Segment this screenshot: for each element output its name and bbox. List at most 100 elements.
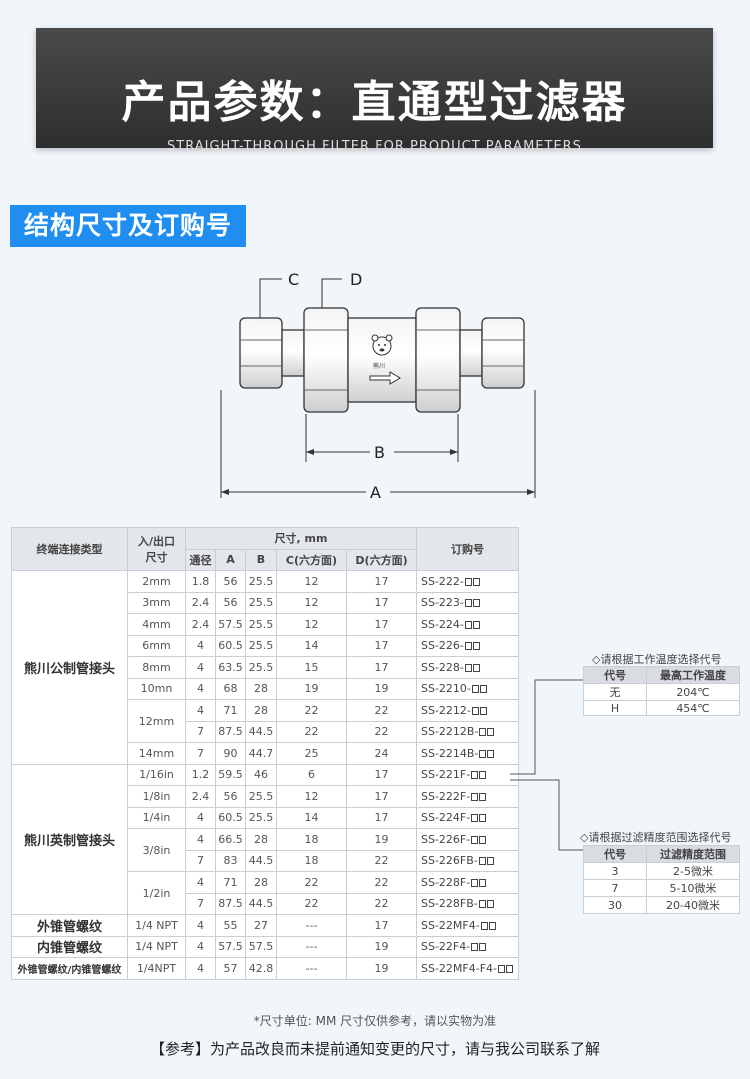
cell-d: 24 <box>346 742 417 765</box>
cell-b: 25.5 <box>245 570 277 593</box>
order-number-cell: SS-222F- <box>416 785 519 808</box>
order-number-cell: SS-226F- <box>416 828 519 851</box>
cell-d: 17 <box>346 591 417 614</box>
cell-a: 66.5 <box>215 828 246 851</box>
cell-bore: 4 <box>185 699 216 722</box>
cell-a: 87.5 <box>215 892 246 915</box>
cell-b: 28 <box>245 699 277 722</box>
cell-c: 12 <box>276 591 347 614</box>
cell-bore: 2.4 <box>185 591 216 614</box>
cell-c: 22 <box>276 892 347 915</box>
option-placeholder-box <box>464 663 472 672</box>
order-number-text: SS-221F- <box>421 768 471 782</box>
cell-c: 18 <box>276 828 347 851</box>
page-title: 产品参数：直通型过滤器 <box>121 77 628 128</box>
option-placeholder-box <box>479 943 487 952</box>
order-number-text: SS-22F4- <box>421 940 471 954</box>
cell-d: 17 <box>346 634 417 657</box>
port-size-cell: 1/2in <box>127 871 186 915</box>
cell-c: 25 <box>276 742 347 765</box>
temp-header-max: 最高工作温度 <box>646 666 740 684</box>
label-a: A <box>370 483 381 502</box>
port-size-cell: 8mm <box>127 656 186 679</box>
cell-a: 57.5 <box>215 613 246 636</box>
option-placeholder-box <box>479 685 487 694</box>
header-order-number: 订购号 <box>416 527 519 571</box>
filter-header-range: 过滤精度范围 <box>646 845 740 863</box>
option-placeholder-box <box>464 620 472 629</box>
cell-bore: 7 <box>185 892 216 915</box>
option-placeholder-box <box>472 599 480 608</box>
port-size-cell: 1/4in <box>127 806 186 829</box>
cell-a: 71 <box>215 871 246 894</box>
option-placeholder-box <box>479 706 487 715</box>
order-number-cell: SS-2210- <box>416 677 519 700</box>
cell-c: 6 <box>276 763 347 786</box>
terminal-type-cell: 外锥管螺纹 <box>11 914 128 937</box>
port-size-cell: 10mn <box>127 677 186 700</box>
option-placeholder-box <box>498 964 506 973</box>
cell-bore: 2.4 <box>185 613 216 636</box>
cell-a: 71 <box>215 699 246 722</box>
port-size-cell: 14mm <box>127 742 186 765</box>
cell-a: 57.5 <box>215 935 246 958</box>
cell-b: 44.5 <box>245 892 277 915</box>
option-placeholder-box <box>486 857 494 866</box>
cell-c: 18 <box>276 849 347 872</box>
cell-d: 22 <box>346 720 417 743</box>
cell-bore: 4 <box>185 828 216 851</box>
option-connector-lines <box>510 679 585 851</box>
cell-d: 17 <box>346 613 417 636</box>
port-size-cell: 1/4NPT <box>127 957 186 980</box>
terminal-type-cell: 内锥管螺纹 <box>11 935 128 958</box>
order-number-cell: SS-2214B- <box>416 742 519 765</box>
order-number-cell: SS-226FB- <box>416 849 519 872</box>
cell-c: --- <box>276 957 347 980</box>
cell-a: 87.5 <box>215 720 246 743</box>
cell-d: 19 <box>346 935 417 958</box>
port-size-cell: 3/8in <box>127 828 186 872</box>
option-placeholder-box <box>471 771 479 780</box>
cell-b: 27 <box>245 914 277 937</box>
cell-b: 44.5 <box>245 849 277 872</box>
header-d: D(六方面) <box>346 548 417 571</box>
header-a: A <box>215 548 246 571</box>
cell-bore: 4 <box>185 656 216 679</box>
option-placeholder-box <box>471 706 479 715</box>
option-placeholder-box <box>479 835 487 844</box>
cell-a: 56 <box>215 591 246 614</box>
order-number-text: SS-2212B- <box>421 725 479 739</box>
order-number-cell: SS-221F- <box>416 763 519 786</box>
option-placeholder-box <box>506 964 514 973</box>
cell-a: 56 <box>215 570 246 593</box>
order-number-text: SS-22MF4- <box>421 918 480 932</box>
cell-a: 60.5 <box>215 806 246 829</box>
port-size-cell: 12mm <box>127 699 186 743</box>
cell-b: 25.5 <box>245 591 277 614</box>
cell-d: 19 <box>346 957 417 980</box>
order-number-text: SS-228- <box>421 660 464 674</box>
order-number-cell: SS-224- <box>416 613 519 636</box>
order-number-text: SS-226FB- <box>421 854 478 868</box>
label-d: D <box>350 270 362 289</box>
cell-b: 46 <box>245 763 277 786</box>
cell-b: 25.5 <box>245 806 277 829</box>
cell-c: 22 <box>276 720 347 743</box>
option-placeholder-box <box>479 792 487 801</box>
order-number-cell: SS-228FB- <box>416 892 519 915</box>
cell-b: 28 <box>245 871 277 894</box>
order-number-cell: SS-226- <box>416 634 519 657</box>
option-placeholder-box <box>487 749 495 758</box>
order-number-text: SS-224- <box>421 617 464 631</box>
cell-bore: 7 <box>185 720 216 743</box>
filter-dimension-diagram: C D 熊川 B A <box>220 270 536 502</box>
bear-logo-icon <box>371 334 393 356</box>
cell-c: 22 <box>276 699 347 722</box>
order-number-cell: SS-228- <box>416 656 519 679</box>
header-bore: 通径 <box>185 548 216 571</box>
